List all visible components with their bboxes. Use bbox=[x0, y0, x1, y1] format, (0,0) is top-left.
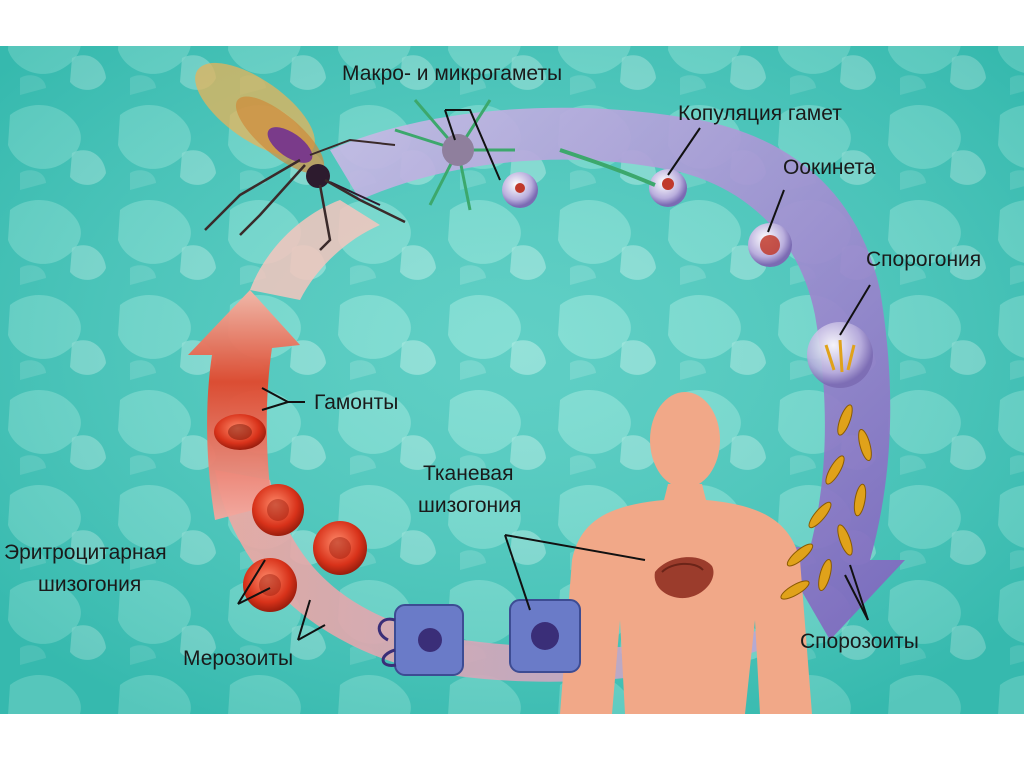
label-tissue-schizogony-2: шизогония bbox=[418, 494, 521, 517]
label-sporogony: Спорогония bbox=[866, 248, 981, 271]
label-macro-microgametes: Макро- и микрогаметы bbox=[342, 62, 562, 85]
label-erythrocytic-schizogony-2: шизогония bbox=[38, 573, 141, 596]
label-gamete-copulation: Копуляция гамет bbox=[678, 102, 842, 125]
label-merozoites: Мерозоиты bbox=[183, 647, 293, 670]
label-tissue-schizogony-1: Тканевая bbox=[423, 462, 513, 485]
label-erythrocytic-schizogony-1: Эритроцитарная bbox=[4, 541, 167, 564]
label-sporozoites: Спорозоиты bbox=[800, 630, 919, 653]
label-gamonts: Гамонты bbox=[314, 391, 398, 414]
label-ookinete: Оокинета bbox=[783, 156, 876, 179]
